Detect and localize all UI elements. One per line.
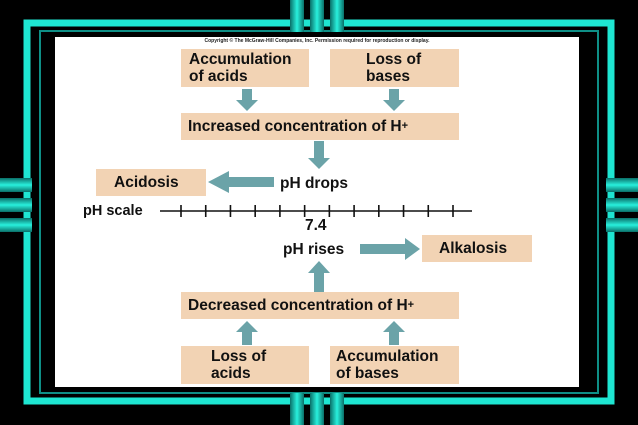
box-acidosis: Acidosis [96,169,206,196]
label-neutral-value: 7.4 [305,217,327,234]
arrow-up-bases [383,321,405,345]
label-ph-scale: pH scale [83,203,143,219]
arrow-up-acids [236,321,258,345]
diagram-slide: Copyright © The McGraw-Hill Companies, I… [55,37,579,387]
label-ph-rises: pH rises [283,241,345,258]
box-decreased-concentration-h: Decreased concentration of H+ [181,292,459,319]
arrow-down-bases [383,89,405,111]
superscript-plus: + [407,299,415,311]
copyright-notice: Copyright © The McGraw-Hill Companies, I… [204,38,430,44]
arrow-down-acids [236,89,258,111]
arrow-left-acidosis [208,171,274,193]
box-increased-concentration-h: Increased concentration of H+ [181,113,459,140]
arrow-up-ph-rises [308,261,330,292]
arrow-down-ph-drops [308,141,330,169]
ph-scale-axis [160,205,472,217]
arrow-right-alkalosis [360,238,420,260]
label-ph-drops: pH drops [280,175,349,192]
arrows-layer [160,89,472,345]
box-alkalosis: Alkalosis [422,235,532,262]
superscript-plus: + [401,120,409,132]
